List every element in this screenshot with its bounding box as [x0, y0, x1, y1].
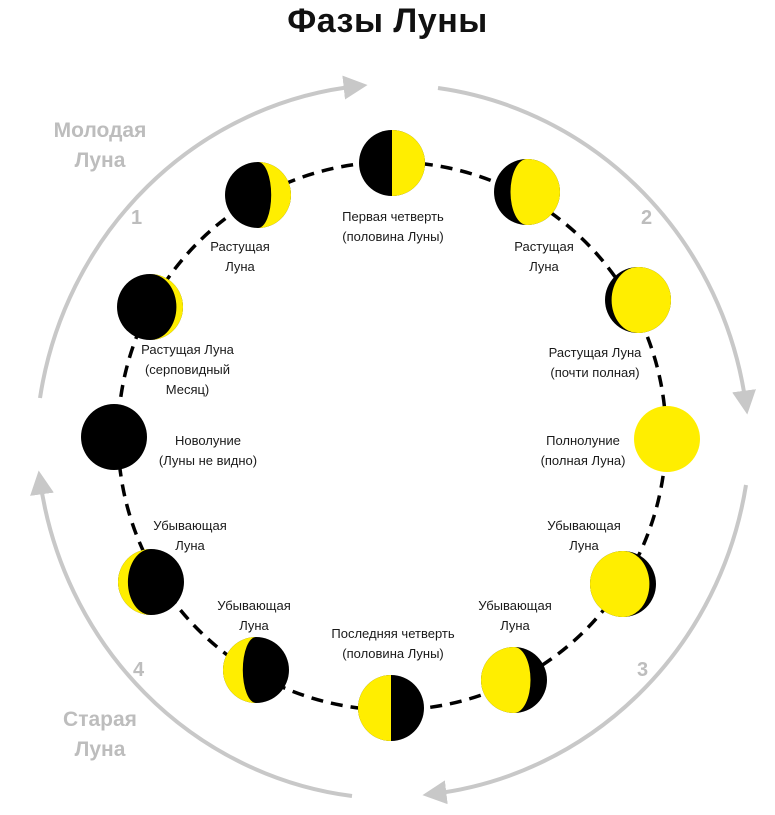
label-line: Убывающая — [217, 598, 291, 613]
moon-lit-part — [510, 159, 560, 225]
moon-disc-dark — [118, 549, 184, 615]
label-new-moon: Новолуние (Луны не видно) — [148, 431, 268, 471]
cycle-arrow-quarter-1 — [38, 75, 368, 399]
label-line: Луна — [529, 259, 559, 274]
label-line: Луна — [500, 618, 530, 633]
label-line: Последняя четверть — [331, 626, 455, 641]
label-full-moon: Полнолуние (полная Луна) — [523, 431, 643, 471]
label-line: Луна — [569, 538, 599, 553]
moon-full-moon — [634, 406, 700, 472]
label-waxing-almost-full: Растущая Луна (почти полная) — [530, 343, 660, 383]
quarter-number-4: 4 — [133, 659, 145, 681]
moon-waxing-gibbous-a — [494, 159, 560, 225]
moon-waning-gibbous-b — [481, 647, 547, 713]
label-line: Луна — [225, 259, 255, 274]
moon-waning-gibbous-a — [590, 551, 656, 617]
cycle-arrow-quarter-4 — [30, 470, 353, 798]
label-line: Убывающая — [547, 518, 621, 533]
label-waxing-gibbous-a: Растущая Луна — [494, 237, 594, 277]
moon-lit-part — [223, 637, 256, 703]
quarter-name-line: Молодая — [53, 119, 147, 142]
label-line: Первая четверть — [342, 209, 444, 224]
label-line: (половина Луны) — [342, 646, 444, 661]
moon-disc-lit — [634, 406, 700, 472]
label-line: Растущая — [210, 239, 270, 254]
label-last-quarter: Последняя четверть (половина Луны) — [313, 624, 473, 664]
label-line: Полнолуние — [546, 433, 620, 448]
moon-first-quarter — [359, 130, 425, 196]
label-line: Луна — [175, 538, 205, 553]
quarter-number-3: 3 — [637, 659, 649, 681]
label-line: Новолуние — [174, 433, 242, 448]
cycle-arrow-quarter-3 — [422, 484, 748, 805]
moon-disc-dark — [81, 404, 147, 470]
quarter-number-1: 1 — [131, 207, 143, 229]
label-line: (половина Луны) — [342, 229, 444, 244]
moon-lit-part — [258, 162, 291, 228]
label-line: Растущая — [514, 239, 574, 254]
moon-lit-part — [392, 130, 425, 196]
label-line: Луна — [239, 618, 269, 633]
label-line: (полная Луна) — [540, 453, 626, 468]
quarter-name-young-moon: Молодая Луна — [38, 116, 162, 176]
label-waning-gibbous-b: Убывающая Луна — [465, 596, 565, 636]
label-line: Месяц) — [165, 382, 210, 397]
label-line: (почти полная) — [550, 365, 640, 380]
label-waxing-crescent-b: Растущая Луна — [190, 237, 290, 277]
page-title: Фазы Луны — [287, 2, 488, 40]
moon-lit-part — [590, 551, 650, 617]
label-line: (серповидный — [144, 362, 231, 377]
label-waning-crescent-b: Убывающая Луна — [140, 516, 240, 556]
label-line: (Луны не видно) — [158, 453, 258, 468]
quarter-number-2: 2 — [641, 207, 653, 229]
moon-disc-dark — [117, 274, 183, 340]
moon-waxing-crescent-sickle — [117, 274, 183, 340]
moon-lit-part — [358, 675, 391, 741]
moon-waxing-almost-full — [605, 267, 671, 333]
label-waning-gibbous-a: Убывающая Луна — [534, 516, 634, 556]
moon-lit-part — [118, 549, 151, 615]
moon-lit-part — [481, 647, 531, 713]
quarter-name-old-moon: Старая Луна — [38, 705, 162, 765]
label-line: Убывающая — [153, 518, 227, 533]
quarter-name-line: Луна — [74, 738, 126, 761]
moon-lit-part — [150, 274, 183, 340]
label-first-quarter: Первая четверть (половина Луны) — [313, 207, 473, 247]
quarter-name-line: Старая — [63, 708, 137, 731]
label-line: Растущая Луна — [141, 342, 234, 357]
cycle-arrow-quarter-2 — [437, 86, 756, 415]
moon-waxing-crescent-b — [225, 162, 291, 228]
moon-waning-crescent-b — [118, 549, 184, 615]
moon-last-quarter — [358, 675, 424, 741]
moon-lit-part — [611, 267, 671, 333]
moon-new-moon — [81, 404, 147, 470]
label-line: Растущая Луна — [548, 345, 642, 360]
moon-waning-crescent-a — [223, 637, 289, 703]
label-line: Убывающая — [478, 598, 552, 613]
label-waxing-crescent-sickle: Растущая Луна (серповидный Месяц) — [125, 340, 250, 400]
quarter-name-line: Луна — [74, 149, 126, 172]
label-waning-crescent-a: Убывающая Луна — [204, 596, 304, 636]
